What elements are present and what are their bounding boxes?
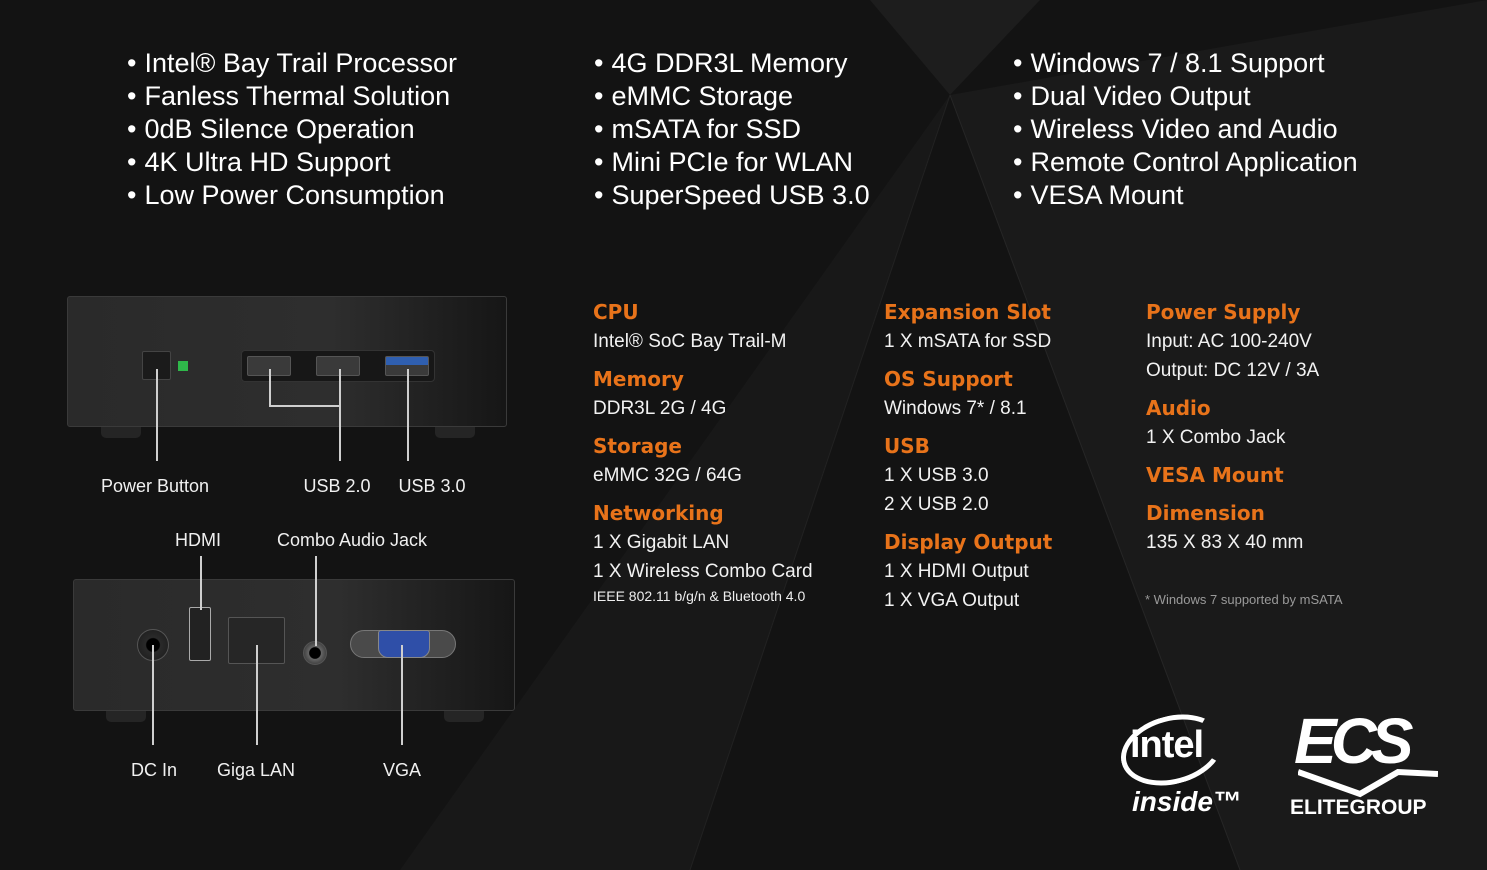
feature-item: Remote Control Application	[1013, 146, 1357, 179]
spec-value: 1 X HDMI Output	[884, 561, 1029, 582]
spec-heading-dimension: Dimension	[1146, 501, 1265, 525]
feature-list-1: Intel® Bay Trail Processor Fanless Therm…	[127, 47, 457, 212]
spec-heading-storage: Storage	[593, 434, 682, 458]
device-foot	[101, 427, 141, 438]
callout-line	[152, 645, 154, 745]
callout-line	[401, 645, 403, 745]
label-dc-in: DC In	[130, 760, 178, 780]
callout-line	[200, 556, 202, 610]
spec-value: 135 X 83 X 40 mm	[1146, 532, 1304, 553]
feature-item: eMMC Storage	[594, 80, 870, 113]
feature-item: SuperSpeed USB 3.0	[594, 179, 869, 212]
spec-note: IEEE 802.11 b/g/n & Bluetooth 4.0	[593, 588, 806, 604]
feature-list-3: Windows 7 / 8.1 Support Dual Video Outpu…	[1013, 47, 1358, 212]
spec-value: DDR3L 2G / 4G	[593, 398, 727, 419]
spec-value: 1 X USB 3.0	[884, 465, 989, 486]
feature-item: Windows 7 / 8.1 Support	[1013, 47, 1358, 80]
label-usb2: USB 2.0	[303, 476, 371, 496]
spec-heading-usb: USB	[884, 434, 930, 458]
spec-column-1: CPU Intel® SoC Bay Trail-M Memory DDR3L …	[593, 298, 813, 606]
feature-item: Wireless Video and Audio	[1013, 113, 1358, 146]
feature-item: Low Power Consumption	[127, 179, 457, 212]
feature-item: 4G DDR3L Memory	[594, 47, 870, 80]
callout-line	[315, 556, 317, 646]
label-audio-jack: Combo Audio Jack	[276, 530, 428, 550]
spec-column-2: Expansion Slot 1 X mSATA for SSD OS Supp…	[884, 298, 1052, 615]
feature-item: 0dB Silence Operation	[127, 113, 457, 146]
callout-line	[156, 369, 158, 461]
spec-heading-cpu: CPU	[593, 300, 639, 324]
spec-heading-networking: Networking	[593, 501, 724, 525]
callout-line	[256, 645, 258, 745]
spec-heading-display: Display Output	[884, 530, 1053, 554]
spec-heading-vesa: VESA Mount	[1146, 463, 1284, 487]
footnote: * Windows 7 supported by mSATA	[1145, 592, 1343, 607]
spec-column-3: Power Supply Input: AC 100-240V Output: …	[1146, 298, 1319, 557]
feature-item: Fanless Thermal Solution	[127, 80, 457, 113]
feature-list-2: 4G DDR3L Memory eMMC Storage mSATA for S…	[594, 47, 870, 212]
usb2-port-icon	[316, 356, 360, 376]
spec-value: 2 X USB 2.0	[884, 494, 989, 515]
callout-line	[339, 369, 341, 461]
spec-value: 1 X Gigabit LAN	[593, 532, 730, 553]
vga-port-icon	[378, 630, 430, 658]
ecs-logo: ECS ELITEGROUP	[1288, 705, 1438, 823]
spec-value: 1 X VGA Output	[884, 590, 1020, 611]
callout-line	[269, 405, 341, 407]
spec-value: Intel® SoC Bay Trail-M	[593, 331, 787, 352]
power-led-icon	[178, 361, 188, 371]
feature-item: Mini PCIe for WLAN	[594, 146, 870, 179]
feature-item: mSATA for SSD	[594, 113, 870, 146]
spec-value: eMMC 32G / 64G	[593, 465, 742, 486]
feature-item: 4K Ultra HD Support	[127, 146, 457, 179]
spec-value: 1 X Combo Jack	[1146, 427, 1286, 448]
intel-inside-logo: intel inside™	[1112, 703, 1241, 824]
device-foot	[444, 711, 484, 722]
device-foot	[106, 711, 146, 722]
spec-value: Input: AC 100-240V	[1146, 331, 1312, 352]
hdmi-port-icon	[189, 607, 211, 661]
spec-value: 1 X mSATA for SSD	[884, 331, 1052, 352]
feature-item: VESA Mount	[1013, 179, 1358, 212]
spec-heading-memory: Memory	[593, 367, 684, 391]
label-vga: VGA	[382, 760, 422, 780]
label-hdmi: HDMI	[175, 530, 221, 550]
spec-value: Windows 7* / 8.1	[884, 398, 1027, 419]
spec-heading-audio: Audio	[1146, 396, 1211, 420]
label-usb3: USB 3.0	[398, 476, 466, 496]
spec-value: 1 X Wireless Combo Card	[593, 561, 813, 582]
spec-heading-os: OS Support	[884, 367, 1013, 391]
spec-value: Output: DC 12V / 3A	[1146, 360, 1320, 381]
device-foot	[435, 427, 475, 438]
feature-item: Intel® Bay Trail Processor	[127, 47, 457, 80]
label-power-button: Power Button	[100, 476, 210, 496]
feature-item: Dual Video Output	[1013, 80, 1358, 113]
callout-line	[407, 369, 409, 461]
label-giga-lan: Giga LAN	[216, 760, 296, 780]
spec-heading-power: Power Supply	[1146, 300, 1301, 324]
callout-line	[269, 369, 271, 407]
lan-port-icon	[228, 617, 285, 664]
spec-heading-expansion: Expansion Slot	[884, 300, 1051, 324]
